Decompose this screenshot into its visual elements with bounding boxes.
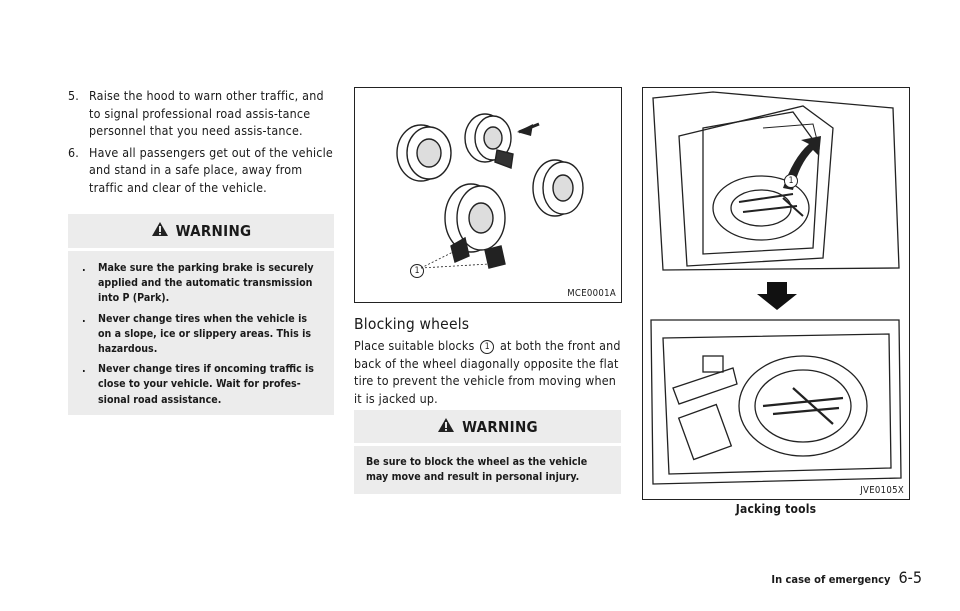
callout-1: 1 — [784, 174, 798, 188]
warning-title: WARNING — [462, 417, 538, 436]
footer-page-number: 6-5 — [898, 568, 922, 587]
figure-caption: Jacking tools — [735, 502, 817, 516]
warning-item: .Make sure the parking brake is securely… — [82, 262, 314, 305]
warning-triangle-icon — [437, 417, 455, 437]
bullet: . — [82, 262, 86, 274]
step-text: Raise the hood to warn other traffic, an… — [89, 88, 324, 138]
step-6: 6. Have all passengers get out of the ve… — [68, 144, 334, 197]
figure-wheel-blocks: 1 MCE0001A — [354, 87, 622, 303]
warning-body-2: Be sure to block the wheel as the vehicl… — [354, 446, 621, 494]
warning-triangle-icon — [151, 221, 169, 241]
warning-list: .Make sure the parking brake is securely… — [68, 251, 334, 408]
figure-code: MCE0001A — [567, 288, 616, 299]
step-text: Have all passengers get out of the vehic… — [89, 144, 333, 195]
section-body: Place suitable blocks 1 at both the fron… — [354, 337, 622, 407]
bullet: . — [82, 363, 86, 376]
warning-header-2: WARNING — [354, 410, 621, 443]
section-heading: Blocking wheels — [354, 315, 470, 333]
step-number: 6. — [68, 144, 80, 160]
warning-header: WARNING — [68, 214, 334, 248]
left-column: 5. Raise the hood to warn other traffic,… — [68, 87, 334, 196]
figure-code: JVE0105X — [860, 485, 904, 496]
body-text-start: Place suitable blocks — [354, 338, 475, 353]
warning-item: .Never change tires when the vehicle is … — [82, 312, 312, 356]
warning-item: .Never change tires if oncoming traffic … — [82, 363, 314, 406]
warning-text: Be sure to block the wheel as the vehicl… — [366, 456, 588, 484]
page-footer: In case of emergency 6-5 — [771, 568, 922, 587]
callout-1-inline: 1 — [480, 340, 495, 355]
bullet: . — [82, 312, 86, 325]
body-text-end: at both the front and back of the wheel … — [354, 338, 621, 406]
footer-section: In case of emergency — [771, 573, 891, 586]
step-5: 5. Raise the hood to warn other traffic,… — [68, 87, 334, 140]
warning-body: .Make sure the parking brake is securely… — [68, 251, 334, 415]
step-number: 5. — [68, 88, 80, 103]
jacking-tools-illustration — [650, 91, 902, 485]
callout-1: 1 — [410, 264, 424, 278]
warning-title: WARNING — [175, 222, 252, 240]
figure-jacking-tools: 1 JVE0105X — [642, 87, 910, 500]
wheel-blocks-illustration — [396, 113, 584, 269]
